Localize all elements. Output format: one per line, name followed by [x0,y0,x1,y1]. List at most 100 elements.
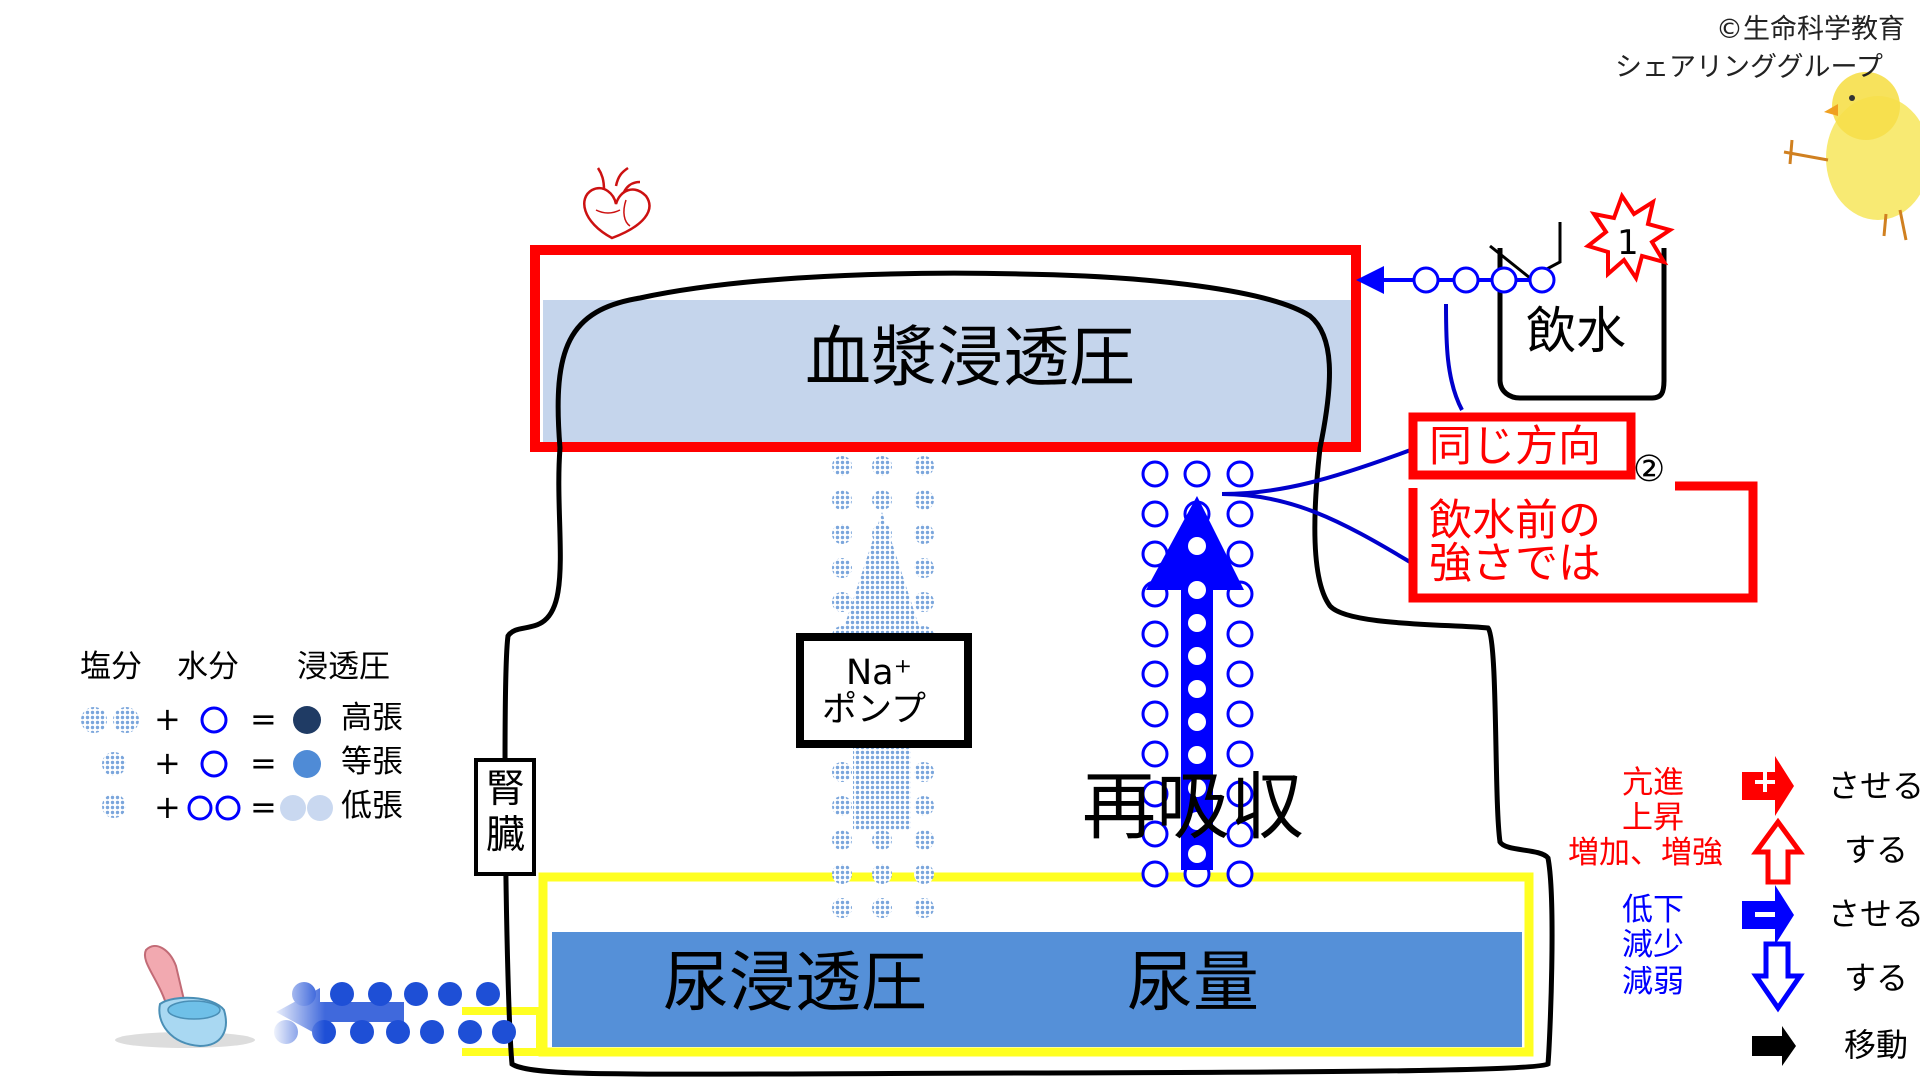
water-circle [1141,660,1169,688]
copyright-line1: ©生命科学教育 [1716,14,1905,45]
before-drinking-line2: 強さでは [1429,539,1601,589]
water-circle [1183,460,1211,488]
water-circle [1226,820,1254,848]
move-arrow-icon [1752,1026,1796,1066]
water-inner-dot [1188,713,1206,731]
step-one-badge: 1 [1617,223,1639,263]
reabsorption-label: 再吸収 [1082,764,1304,850]
salt-dot [872,524,892,544]
water-inner-dot [1188,581,1206,599]
legend-salt-dot [102,794,126,818]
salt-dot [832,592,852,612]
water-circle [1141,820,1169,848]
heart-icon [583,166,651,240]
pump-line1: Na⁺ [846,653,913,693]
outflow-dot [438,982,462,1006]
legend-equals-1: = [250,700,277,738]
salt-dot [872,456,892,476]
plasma-osmolality-box [530,245,1361,452]
water-circle [1226,780,1254,808]
salt-dot [832,898,852,918]
salt-dot [914,456,934,476]
legend-water-circle [200,750,228,778]
water-inner-dot [1188,537,1206,555]
legend-plus-2: + [154,744,181,782]
water-circle [1226,620,1254,648]
legend-cause-label-2: させる [1828,895,1920,933]
salt-dot [914,864,934,884]
salt-dot [832,524,852,544]
drink-water-circle [1412,266,1440,294]
legend-plus-3: + [154,788,181,826]
legend-equals-2: = [250,744,277,782]
salt-dot [914,898,934,918]
arrow-legend-shapes [1742,756,1805,1066]
water-circle [1226,660,1254,688]
salt-dot [914,592,934,612]
water-inner-dot [1188,647,1206,665]
urine-outflow-duct [462,1007,544,1056]
copyright-line2: シェアリンググループ [1615,52,1883,83]
salt-dot [872,864,892,884]
reduce-word-2: 減少 [1622,927,1684,963]
plasma-osmolality-label: 血漿浸透圧 [805,319,1135,396]
same-direction-box [1408,412,1636,480]
drink-water-circle [1528,266,1556,294]
outflow-dot [476,982,500,1006]
do-increase-arrow-icon [1751,817,1805,885]
legend-salt-dot [113,707,139,733]
kidney-line1: 腎 [486,767,526,812]
promote-word-1: 亢進 [1622,765,1684,801]
salt-dot [914,558,934,578]
legend-salt-dots [81,707,139,818]
legend-equals-3: = [250,788,277,826]
reabsorption-to-callout-lines [1221,446,1417,564]
salt-dot [832,830,852,850]
before-drinking-line1: 飲水前の [1429,496,1601,546]
drink-water-circle [1490,266,1518,294]
water-circle [1226,860,1254,888]
salt-dot [914,830,934,850]
drink-water-label: 飲水 [1526,302,1626,360]
chick-icon [1783,72,1920,241]
outflow-dot [420,1020,444,1044]
salt-dot [872,762,892,782]
water-inner-dot [1188,614,1206,632]
urine-box [538,872,1534,1057]
water-inner-dot [1188,746,1206,764]
water-circle [1141,700,1169,728]
legend-do-label-1: する [1844,831,1909,869]
salt-dot [872,592,892,612]
water-circle [1226,500,1254,528]
water-inner-dot [1188,845,1206,863]
legend-header-pressure: 浸透圧 [297,649,390,685]
legend-do-label-2: する [1844,959,1909,997]
drink-water-circle [1452,266,1480,294]
water-circle [1226,700,1254,728]
reduce-word-1: 低下 [1622,892,1684,928]
body-outline [502,270,1555,1077]
water-arrow-inner-dots [1188,537,1206,863]
salt-dot [914,796,934,816]
na-pump-box [796,633,972,748]
outflow-dot [404,982,428,1006]
water-circle [1141,780,1169,808]
legend-hypotonic: 低張 [341,788,403,824]
cup-to-callout-line [1444,303,1464,411]
urine-volume-label: 尿量 [1127,944,1259,1021]
legend-water-circle [200,706,228,734]
outflow-dot [492,1020,516,1044]
water-circle [1226,740,1254,768]
water-circle [1226,460,1254,488]
drink-dots [1380,266,1556,294]
water-circle [1141,620,1169,648]
drink-arrowhead [1356,266,1384,294]
isotonic-circle [293,750,321,778]
water-circle [1141,860,1169,888]
salt-dot [872,558,892,578]
legend-move-label: 移動 [1844,1026,1909,1064]
kidney-box [474,758,536,876]
salt-dot [914,524,934,544]
